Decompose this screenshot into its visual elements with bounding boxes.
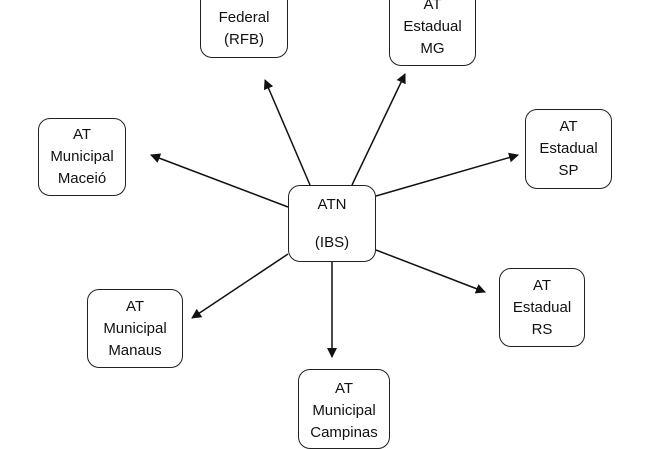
node-label: Municipal xyxy=(103,319,167,337)
node-label: MG xyxy=(420,40,445,57)
node-label: Municipal xyxy=(50,148,114,165)
arrow-to-municipal-maceio xyxy=(150,153,289,208)
arrow-to-federal xyxy=(263,79,311,186)
node-label: AT xyxy=(72,126,92,143)
arrow-to-estadual-rs xyxy=(375,249,486,294)
node-federal: AT Federal (RFB) xyxy=(200,0,288,58)
node-label: Manaus xyxy=(108,341,162,359)
node-label: AT xyxy=(532,276,552,294)
node-label: (IBS) xyxy=(314,233,350,251)
node-label: Estadual xyxy=(512,298,572,316)
node-estadual-sp: AT Estadual SP xyxy=(525,109,612,189)
node-label: RS xyxy=(531,320,553,338)
node-label: SP xyxy=(558,162,579,179)
node-label: Federal xyxy=(218,9,270,26)
node-municipal-maceio: AT Municipal Maceió xyxy=(38,118,126,196)
node-atn-ibs: ATN (IBS) xyxy=(288,185,376,262)
node-label: AT xyxy=(423,0,442,13)
node-label: Municipal xyxy=(312,402,376,419)
node-label: AT xyxy=(125,297,145,315)
node-estadual-rs: AT Estadual RS xyxy=(499,268,585,347)
node-municipal-manaus: AT Municipal Manaus xyxy=(87,289,183,368)
node-label: Estadual xyxy=(539,140,598,157)
node-municipal-campinas: AT Municipal Campinas xyxy=(298,369,390,449)
node-label: ATN xyxy=(317,195,347,213)
arrow-to-municipal-manaus xyxy=(191,253,289,319)
node-label: Maceió xyxy=(57,170,107,187)
node-label: Estadual xyxy=(403,18,462,35)
node-estadual-mg: AT Estadual MG xyxy=(389,0,476,66)
node-label: Campinas xyxy=(310,424,378,441)
edges-layer xyxy=(150,73,519,358)
node-label: AT xyxy=(235,0,253,7)
node-label: AT xyxy=(559,118,578,135)
arrow-to-estadual-sp xyxy=(375,152,519,197)
node-label: AT xyxy=(334,380,354,397)
node-label: (RFB) xyxy=(224,31,264,48)
arrow-to-estadual-mg xyxy=(351,73,406,186)
